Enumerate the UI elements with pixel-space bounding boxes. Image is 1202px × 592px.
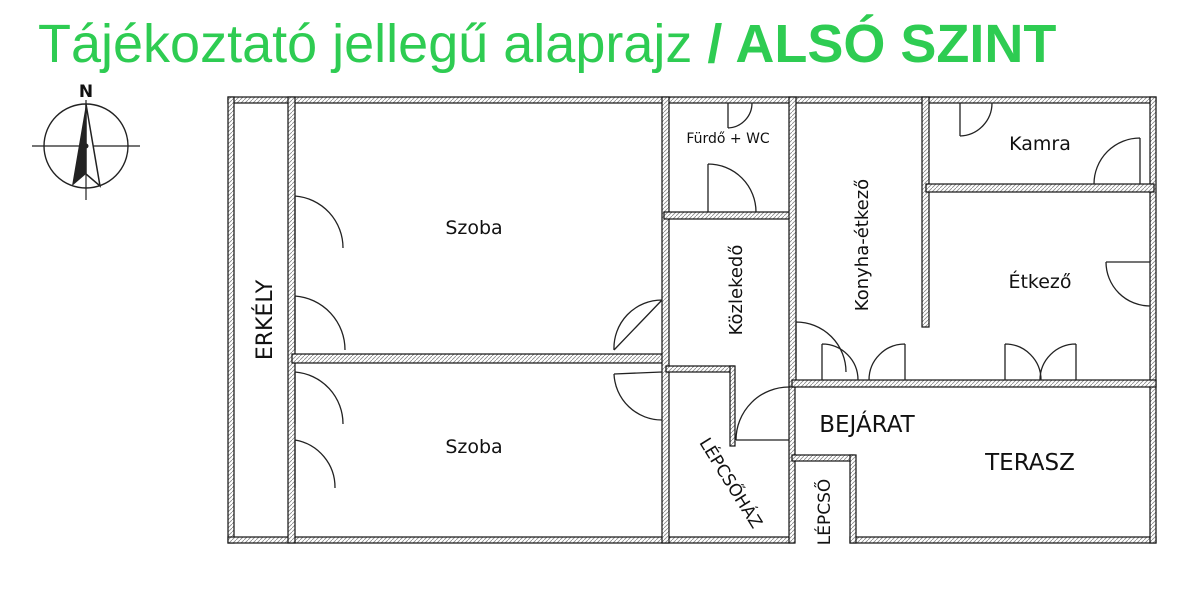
door-pantry-top	[959, 102, 993, 137]
wall-pantry-bottom	[925, 183, 1155, 193]
door-dining-2	[1039, 343, 1077, 381]
wall-right	[1149, 96, 1157, 544]
door-balcony-1	[294, 195, 344, 249]
door-balcony-4	[294, 439, 336, 489]
wall-stairwell-right	[788, 386, 796, 544]
plan-title: Tájékoztató jellegű alaprajz / ALSÓ SZIN…	[38, 4, 1056, 84]
door-room-2	[613, 371, 663, 421]
door-dining-3	[1105, 261, 1151, 307]
door-bath	[707, 163, 757, 213]
label-terasz: TERASZ	[984, 450, 1075, 476]
wall-corridor-right	[788, 96, 797, 388]
wall-kitchen-right	[921, 96, 930, 328]
wall-rooms-divider	[291, 353, 669, 364]
wall-entrance-step	[791, 454, 855, 462]
doors	[294, 102, 1151, 489]
wall-bath-bottom	[663, 211, 795, 220]
wall-kitchen-bottom	[791, 379, 1157, 388]
door-balcony-2	[294, 295, 346, 351]
label-etkezo: Étkező	[1008, 270, 1071, 293]
label-szoba-1: Szoba	[445, 217, 502, 239]
door-bath-top	[727, 102, 753, 129]
label-lepcsohaz: LÉPCSŐHÁZ	[695, 433, 768, 532]
door-kitchen-1	[795, 321, 847, 373]
wall-stairwell-inner	[729, 365, 736, 447]
door-dining-1	[1004, 343, 1042, 381]
door-stairwell	[735, 386, 790, 441]
wall-balcony	[287, 96, 296, 544]
label-erkely: ERKÉLY	[252, 279, 278, 360]
door-balcony-3	[294, 371, 344, 425]
label-kamra: Kamra	[1009, 133, 1071, 155]
wall-bottom-left	[227, 536, 795, 544]
compass-north-label: N	[79, 82, 93, 102]
wall-stairs-right	[849, 454, 857, 544]
door-kitchen-3	[868, 343, 906, 381]
wall-top	[227, 96, 1157, 104]
label-furdo: Fürdő + WC	[686, 131, 770, 147]
wall-left	[227, 96, 235, 544]
compass-icon	[32, 100, 140, 200]
label-bejarat: BEJÁRAT	[819, 410, 915, 438]
plan-title-main: Tájékoztató jellegű alaprajz	[38, 14, 693, 74]
label-konyha: Konyha-étkező	[852, 179, 873, 311]
walls	[227, 96, 1157, 544]
door-pantry	[1093, 137, 1141, 185]
wall-stairwell-top	[665, 365, 735, 373]
label-szoba-2: Szoba	[445, 436, 502, 458]
plan-title-level: / ALSÓ SZINT	[707, 14, 1057, 74]
wall-corridor-left	[661, 96, 670, 544]
door-room-1	[613, 299, 663, 351]
door-kitchen-2	[821, 343, 859, 381]
wall-bottom-right	[849, 536, 1157, 544]
label-lepcso: LÉPCSŐ	[813, 479, 835, 546]
label-kozlekedo: Közlekedő	[726, 245, 747, 336]
